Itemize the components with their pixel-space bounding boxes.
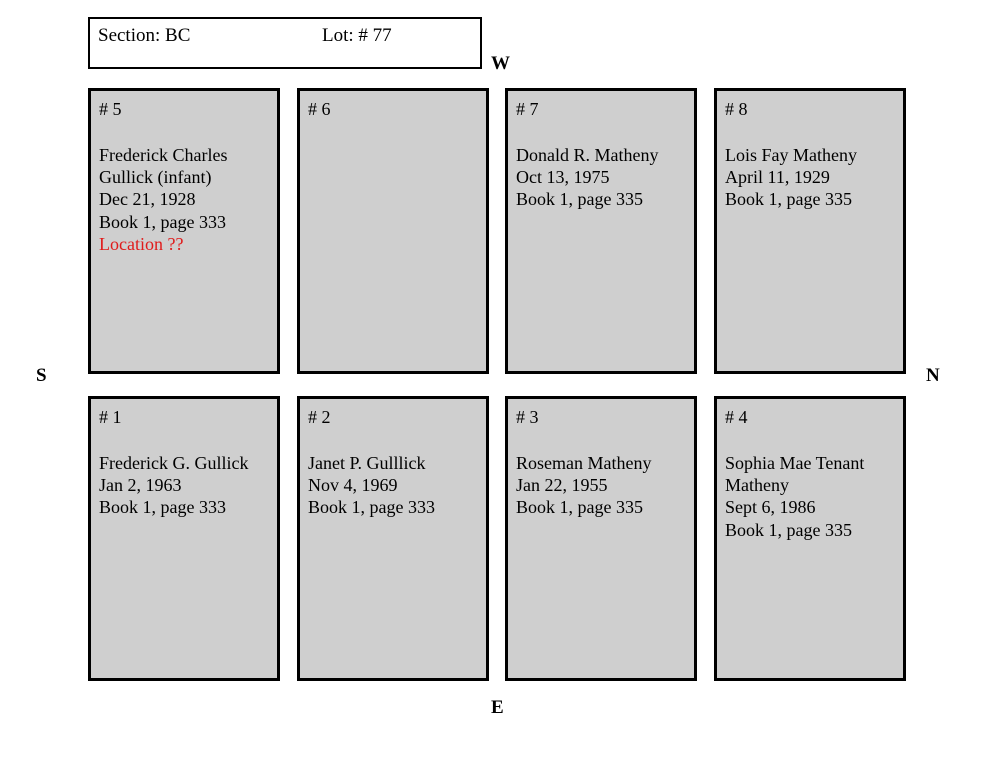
plot-detail-line: Roseman Matheny	[516, 452, 652, 473]
plot-detail-line: Book 1, page 335	[516, 189, 643, 210]
plot-cell-6[interactable]: # 6	[297, 88, 489, 374]
plot-detail-line: Donald R. Matheny	[516, 144, 659, 165]
lot-header-row: Section: BC Lot: # 77	[98, 25, 488, 47]
plot-detail-line: Lois Fay Matheny	[725, 144, 857, 165]
plot-number: # 2	[308, 407, 331, 427]
plot-detail-line: Book 1, page 335	[725, 189, 852, 210]
plot-detail-line: Book 1, page 335	[516, 497, 643, 518]
plot-number: # 7	[516, 99, 539, 119]
compass-label-east: E	[491, 697, 504, 718]
plot-detail-line: Sept 6, 1986	[725, 497, 816, 518]
plot-detail-line: Book 1, page 333	[99, 211, 226, 232]
plot-detail-line: Jan 22, 1955	[516, 475, 608, 495]
plot-number: # 4	[725, 407, 748, 427]
compass-label-south: S	[36, 365, 47, 386]
plot-detail-line: April 11, 1929	[725, 167, 830, 187]
plot-detail-line: Book 1, page 333	[99, 497, 226, 518]
plot-detail-line: Sophia Mae Tenant	[725, 452, 865, 473]
plot-detail-line: Frederick G. Gullick	[99, 452, 249, 473]
section-label: Section: BC	[98, 25, 191, 46]
plot-location-note: Location ??	[99, 233, 184, 254]
plot-detail-line: Book 1, page 333	[308, 497, 435, 518]
plot-number: # 5	[99, 99, 122, 119]
compass-label-west: W	[491, 53, 510, 74]
plot-detail-line: Oct 13, 1975	[516, 167, 610, 187]
plot-number: # 6	[308, 99, 331, 119]
plot-detail-line: Frederick Charles	[99, 144, 228, 165]
plot-number: # 1	[99, 407, 122, 427]
compass-label-north: N	[926, 365, 940, 386]
plot-number: # 8	[725, 99, 748, 119]
plot-detail-line: Matheny	[725, 475, 789, 495]
plot-detail-line: Dec 21, 1928	[99, 189, 196, 210]
plot-detail-line: Janet P. Gulllick	[308, 452, 426, 473]
plot-detail-line: Nov 4, 1969	[308, 475, 398, 495]
plot-detail-line: Book 1, page 335	[725, 519, 852, 540]
plot-detail-line: Jan 2, 1963	[99, 475, 182, 495]
lot-label: Lot: # 77	[322, 25, 392, 46]
plot-number: # 3	[516, 407, 539, 427]
plot-detail-line: Gullick (infant)	[99, 167, 212, 187]
lot-header-box: Section: BC Lot: # 77	[88, 17, 482, 69]
